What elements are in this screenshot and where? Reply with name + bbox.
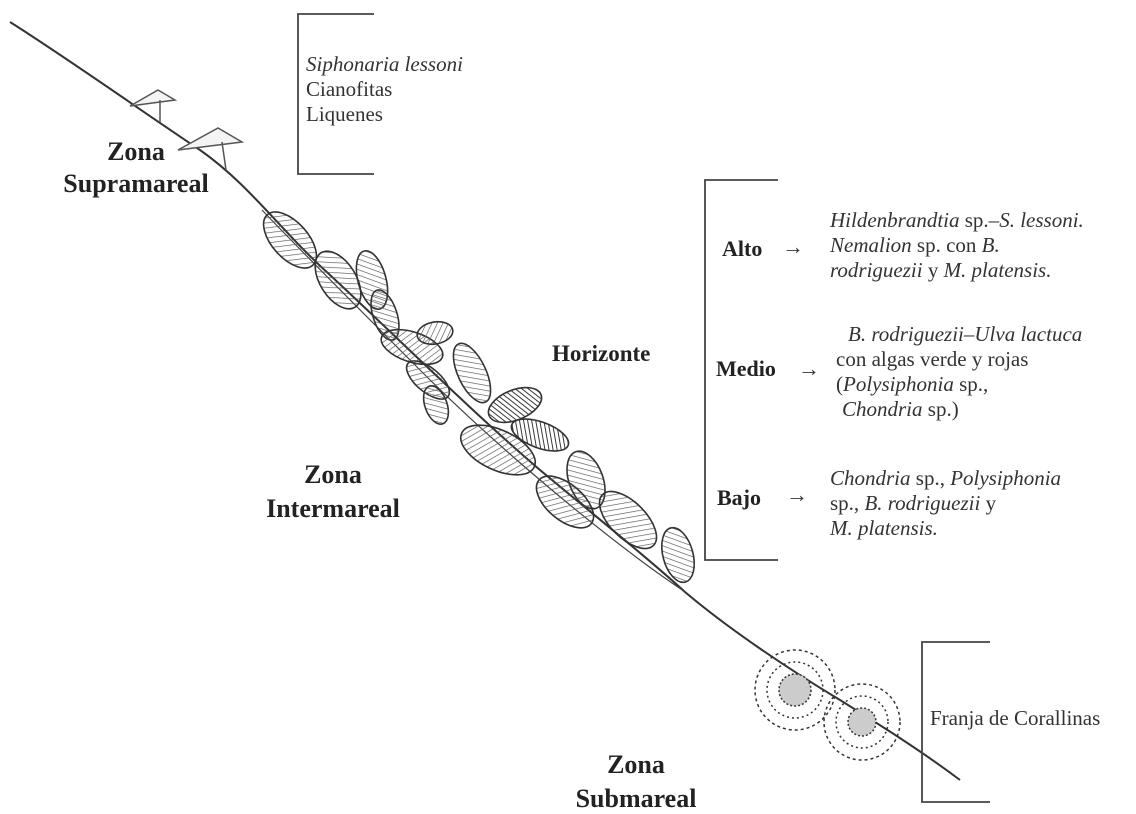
zone-word: Zona	[556, 748, 716, 782]
horizon-desc-alto: Hildenbrandtia sp.–S. lessoni. Nemalion …	[830, 208, 1084, 283]
horizon-desc-bajo: Chondria sp., Polysiphonia sp., B. rodri…	[830, 466, 1061, 541]
horizon-level-alto: Alto	[722, 238, 762, 260]
mussel	[446, 338, 498, 408]
zone-label-intermareal: Zona Intermareal	[248, 458, 418, 526]
arrow-icon: →	[782, 236, 804, 258]
arrow-icon: →	[798, 358, 820, 380]
arrow-icon: →	[786, 484, 808, 506]
mussel-cluster	[254, 203, 700, 586]
supralittoral-species-list: Siphonaria lessoni Cianofitas Liquenes	[306, 52, 463, 127]
species-item: Cianofitas	[306, 77, 463, 102]
horizon-level-medio: Medio	[716, 358, 776, 380]
zone-label-supramareal: Zona Supramareal	[56, 136, 216, 200]
horizonte-label: Horizonte	[552, 342, 650, 365]
species-item: Liquenes	[306, 102, 463, 127]
species-item: Siphonaria lessoni	[306, 52, 463, 77]
zone-name: Intermareal	[248, 492, 418, 526]
zone-name: Supramareal	[56, 168, 216, 200]
zone-word: Zona	[248, 458, 418, 492]
zone-name: Submareal	[556, 782, 716, 814]
horizon-desc-medio: B. rodriguezii–Ulva lactuca con algas ve…	[836, 322, 1082, 422]
coralline-fringe-label: Franja de Corallinas	[930, 706, 1100, 731]
coralline-fringe	[755, 650, 900, 760]
zone-word: Zona	[56, 136, 216, 168]
limpet-shell	[130, 90, 175, 106]
zone-label-submareal: Zona Submareal	[556, 748, 716, 814]
horizon-level-bajo: Bajo	[717, 487, 761, 509]
